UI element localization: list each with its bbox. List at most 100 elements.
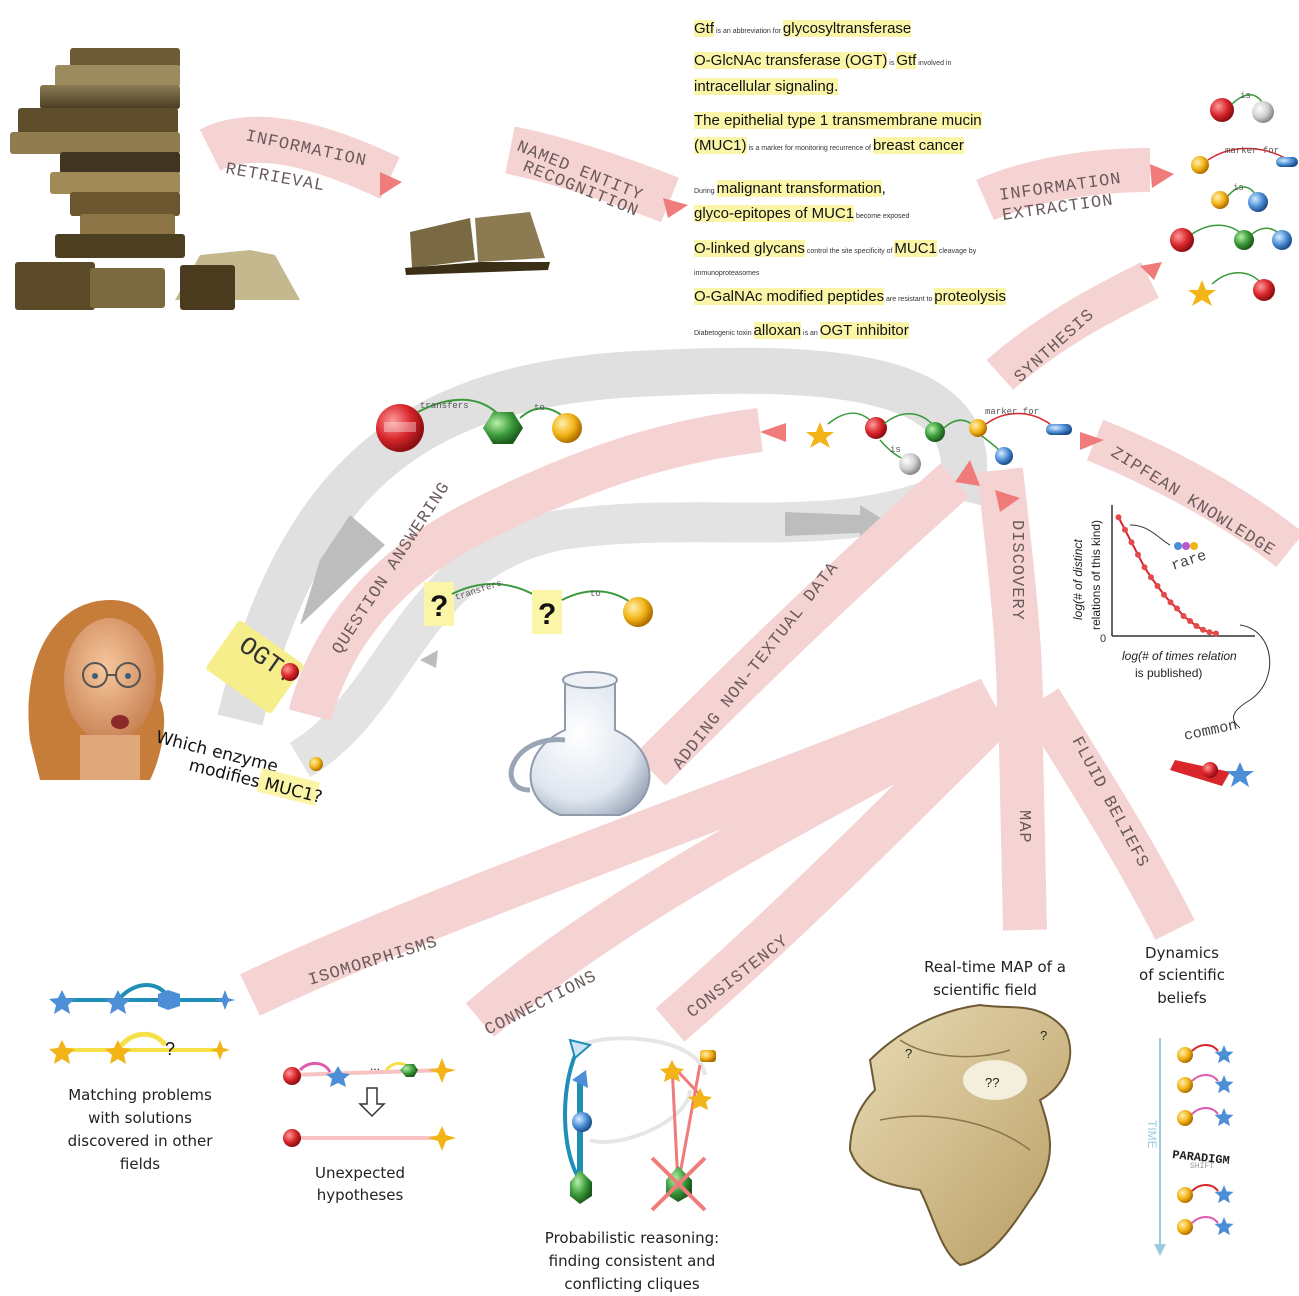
zipf-point	[1200, 626, 1206, 633]
ner-sentence: O-GalNAc modified peptides are resistant…	[694, 288, 1006, 306]
ner-token: O-GlcNAc transferase (OGT)	[694, 52, 888, 69]
zipf-point	[1187, 618, 1193, 624]
ner-sentence: The epithelial type 1 transmembrane muci…	[694, 112, 982, 130]
ner-token: O-GalNAc modified peptides	[694, 288, 885, 305]
caption-dynamics-3: beliefs	[1157, 989, 1207, 1007]
zipf-point	[1148, 574, 1154, 581]
ner-token: is an abbreviation for	[714, 28, 783, 35]
belief-star	[1214, 1045, 1234, 1064]
belief-node	[1177, 1077, 1193, 1093]
dynamics-caption: Dynamics of scientific beliefs	[1139, 944, 1225, 1007]
zipf-chart: 0 log(# of distinct relations of this ki…	[1071, 505, 1271, 787]
ner-sentence: immunoproteasomes	[694, 262, 759, 280]
isomorphism-diagram: ?	[49, 983, 235, 1064]
belief-timeline: TIME PARADIGM SHIFT	[1145, 1038, 1234, 1256]
central-label-is: is	[890, 445, 901, 455]
isomorphism-question: ?	[165, 1039, 175, 1059]
map-image: ? ?? ?	[848, 1003, 1072, 1267]
ner-token: inhibitor	[852, 322, 909, 339]
question-label-to: to	[590, 589, 601, 599]
map-caption: Real-time MAP of a scientific field	[924, 958, 1066, 999]
belief-row	[1177, 1184, 1234, 1204]
zipf-point	[1193, 623, 1200, 629]
book-stack-image	[10, 48, 300, 310]
belief-node	[1177, 1187, 1193, 1203]
zipf-point	[1154, 583, 1161, 589]
ner-sentence: glyco-epitopes of MUC1 become exposed	[694, 205, 909, 223]
svg-text:...: ...	[370, 1059, 380, 1073]
ner-token: During	[694, 188, 717, 195]
ner-token: immunoproteasomes	[694, 270, 760, 277]
belief-row	[1177, 1044, 1234, 1064]
grey-small-arrow	[420, 650, 438, 668]
caption-map-1: Real-time MAP of a	[924, 958, 1066, 976]
caption-map-2: scientific field	[933, 981, 1037, 999]
grey-down-arrow	[300, 515, 385, 625]
caption-unexpected-1: Unexpected	[315, 1164, 405, 1182]
caption-unexpected: Unexpected hypotheses	[315, 1164, 405, 1204]
label-transfers: transfers	[420, 401, 469, 411]
zipf-point	[1135, 551, 1141, 558]
caption-probabilistic-3: conflicting cliques	[564, 1275, 699, 1293]
svg-text:ADDING NON-TEXTUAL DATA: ADDING NON-TEXTUAL DATA	[670, 559, 844, 774]
label-discovery: DISCOVERY	[1007, 520, 1026, 621]
zipf-rare: rare	[1169, 547, 1209, 574]
ner-sentence: Diabetogenic toxin alloxan is an OGT inh…	[694, 322, 909, 340]
caption-probabilistic-2: finding consistent and	[549, 1252, 716, 1270]
ner-token: The epithelial type 1 transmembrane muci…	[694, 112, 982, 129]
zipf-ylabel-2: relations of this kind)	[1089, 520, 1103, 630]
zipf-xlabel-2: is published)	[1135, 666, 1202, 680]
ner-token: control the site specificity of	[804, 248, 895, 255]
ner-token: are resistant to	[884, 296, 935, 303]
zipf-point	[1141, 564, 1148, 571]
ner-sentence: O-linked glycans control the site specif…	[694, 240, 976, 258]
ner-token: breast cancer	[872, 137, 964, 154]
ner-token: is	[887, 60, 897, 67]
belief-star	[1214, 1185, 1234, 1204]
relation-label-is: is	[1240, 91, 1251, 101]
zipf-ylabel-1: log(# of distinct	[1071, 539, 1085, 620]
consistency-diagram	[563, 1036, 716, 1212]
belief-node	[1177, 1219, 1193, 1235]
map-question-2: ??	[985, 1075, 999, 1090]
flow-arrows	[380, 164, 1174, 512]
extracted-relations: is marker for is	[1170, 91, 1298, 306]
belief-star	[1214, 1217, 1234, 1236]
svg-text:MAP: MAP	[1014, 810, 1033, 844]
zipf-xlabel-1: log(# of times relation	[1122, 649, 1237, 663]
shift-label: SHIFT	[1190, 1162, 1214, 1171]
zipf-point	[1167, 599, 1174, 606]
pink-bands	[199, 116, 1299, 1042]
caption-dynamics-1: Dynamics	[1145, 944, 1219, 962]
caption-matching: Matching problems with solutions discove…	[68, 1086, 214, 1173]
belief-star	[1214, 1075, 1234, 1094]
zipf-point	[1180, 613, 1187, 619]
ner-token: ,	[881, 180, 886, 197]
ner-token: is an	[801, 330, 820, 337]
ner-token: proteolysis	[934, 288, 1006, 305]
belief-link	[1191, 1044, 1219, 1052]
ner-token: cleavage by	[936, 248, 977, 255]
belief-node	[1177, 1110, 1193, 1126]
caption-probabilistic-1: Probabilistic reasoning:	[545, 1229, 719, 1247]
ner-token: OGT	[819, 322, 853, 339]
zipf-point	[1122, 526, 1128, 533]
open-book-image	[405, 212, 550, 275]
ner-token: glycosyltransferase	[782, 20, 912, 37]
zipf-point	[1161, 591, 1167, 598]
ner-token: is a marker for monitoring recurrence of	[746, 145, 873, 152]
ner-token: Gtf	[896, 52, 917, 69]
ner-token: intracellular signaling.	[694, 78, 839, 95]
qa-grey-band-upper	[217, 347, 988, 726]
caption-probabilistic: Probabilistic reasoning: finding consist…	[545, 1229, 719, 1293]
paradigm-label: PARADIGM	[1172, 1148, 1231, 1168]
caption-matching-3: discovered in other	[68, 1132, 214, 1150]
zipf-point	[1206, 629, 1213, 636]
ner-sentence: During malignant transformation,	[694, 180, 886, 198]
ner-token: (MUC1)	[694, 137, 747, 154]
belief-rows	[1177, 1044, 1234, 1236]
ner-token: Gtf	[694, 20, 715, 37]
map-question-1: ?	[905, 1046, 912, 1061]
zipf-point	[1174, 605, 1180, 612]
caption-dynamics-2: of scientific	[1139, 966, 1225, 984]
